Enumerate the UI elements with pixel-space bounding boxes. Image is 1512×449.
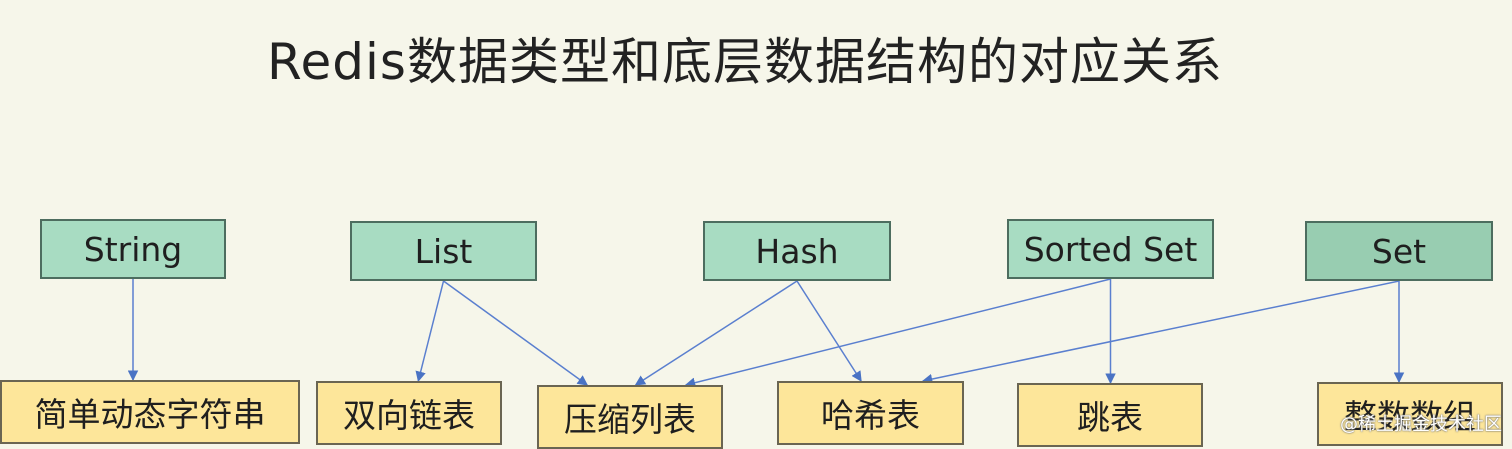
type-label-list: List <box>414 231 473 271</box>
structure-box-ziplist: 压缩列表 <box>537 385 723 449</box>
edge-hash-to-hashtable <box>796 280 862 382</box>
structure-label-linkedlist: 双向链表 <box>343 396 475 435</box>
edge-list-to-linkedlist <box>415 280 445 383</box>
edge-set-to-hashtable <box>921 280 1400 385</box>
structure-box-skiplist: 跳表 <box>1017 383 1203 447</box>
edge-list-to-ziplist <box>443 280 589 386</box>
type-box-hash: Hash <box>703 221 891 281</box>
type-box-set: Set <box>1305 221 1493 281</box>
type-box-sorted-set: Sorted Set <box>1007 219 1214 279</box>
structure-label-hashtable: 哈希表 <box>821 396 920 435</box>
type-label-sorted-set: Sorted Set <box>1023 229 1198 269</box>
type-label-string: String <box>83 229 183 269</box>
type-label-hash: Hash <box>755 231 839 271</box>
structure-label-ziplist: 压缩列表 <box>564 400 696 439</box>
structure-box-linkedlist: 双向链表 <box>316 381 502 445</box>
structure-box-intset: 整数数组 <box>1317 382 1503 446</box>
edge-hash-to-ziplist <box>634 280 798 386</box>
structure-box-sds: 简单动态字符串 <box>0 380 300 444</box>
watermark-text: @稀土掘金技术社区 <box>1340 414 1502 435</box>
structure-label-sds: 简单动态字符串 <box>34 395 266 434</box>
diagram-title: Redis数据类型和底层数据结构的对应关系 <box>267 33 1223 91</box>
edges-group <box>127 278 1405 388</box>
edge-sorted_set-to-ziplist <box>684 278 1111 388</box>
type-label-set: Set <box>1371 231 1427 271</box>
structure-label-skiplist: 跳表 <box>1077 398 1143 437</box>
type-box-string: String <box>40 219 226 279</box>
structure-label-intset: 整数数组 <box>1344 397 1476 436</box>
type-box-list: List <box>350 221 537 281</box>
structure-box-hashtable: 哈希表 <box>777 381 964 445</box>
